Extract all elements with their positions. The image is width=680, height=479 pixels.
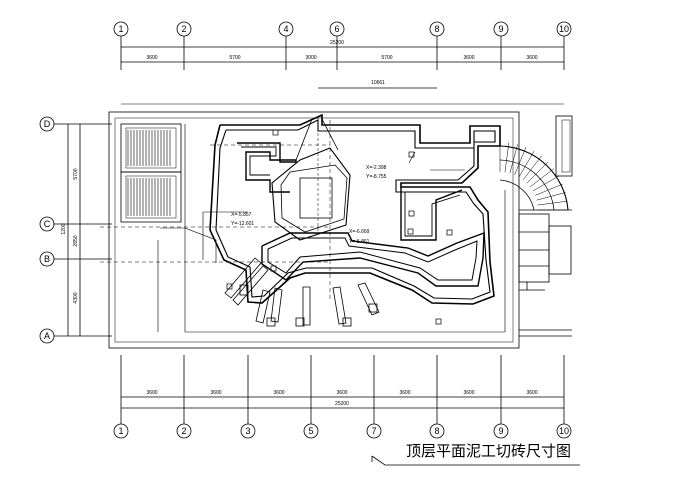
dimension-offset: 10661 — [371, 80, 385, 86]
dimension-value: 3600 — [273, 390, 284, 396]
stepped-wall — [237, 142, 297, 193]
brick-strips — [224, 257, 380, 327]
stair-tread — [514, 147, 527, 175]
coordinate-x: X=-2.398 — [366, 165, 387, 171]
axis-lines-left — [54, 123, 112, 337]
axis-label: 8 — [434, 24, 439, 34]
dimension-value: 3600 — [146, 55, 157, 61]
hatched-block-lower — [120, 171, 182, 223]
stair-tread — [532, 175, 560, 192]
stair-tread — [526, 161, 549, 184]
axis-lines-bottom — [120, 355, 565, 424]
coordinate-x: X=-6.669 — [349, 229, 370, 235]
stair-tread — [509, 144, 518, 174]
spiral-stair — [499, 115, 573, 211]
coordinate-y: Y=-5.861 — [349, 239, 370, 245]
stair-tread — [522, 155, 542, 181]
stair-tread — [535, 183, 563, 196]
coordinate-x: X=-5.857 — [231, 212, 252, 218]
axis-label: D — [44, 119, 51, 129]
courtyard-wall — [261, 231, 485, 287]
stair-tread — [536, 192, 566, 201]
axis-label: 1 — [118, 24, 123, 34]
right-inner-block — [400, 187, 463, 241]
dimension-total: 25200 — [335, 401, 349, 407]
axis-labels-top: 1 2 4 6 8 9 10 — [118, 24, 569, 34]
dimension-value: 3600 — [210, 390, 221, 396]
axis-label: 10 — [559, 426, 569, 436]
dimension-value: 3600 — [146, 390, 157, 396]
axis-label: 5 — [308, 426, 313, 436]
title-underline — [371, 455, 580, 466]
dimension-value: 4300 — [73, 292, 79, 303]
coordinate-labels: X=-2.398 Y=-8.755 X=-5.857 Y=-12.601 X=-… — [231, 165, 387, 245]
stair-tread — [518, 150, 535, 178]
axis-label: 7 — [371, 426, 376, 436]
axis-label: 4 — [283, 24, 288, 34]
axis-label: 9 — [498, 426, 503, 436]
dimension-value: 1200 — [61, 223, 67, 234]
drawing-title: 顶层平面泥工切砖尺寸图 — [406, 442, 571, 460]
interior-guides — [157, 124, 506, 333]
axis-label: 1 — [118, 426, 123, 436]
axis-labels-bottom: 1 2 3 5 7 8 9 10 — [118, 426, 569, 436]
axis-label: C — [44, 219, 51, 229]
dimension-labels-top: 25200 3600 5700 3000 5700 3600 3600 1066… — [146, 40, 537, 86]
building-outline — [108, 111, 572, 349]
dashed-survey-lines — [100, 120, 331, 300]
axis-bubbles-left — [39, 116, 55, 344]
dimension-value: 3600 — [336, 390, 347, 396]
coordinate-y: Y=-8.755 — [366, 174, 387, 180]
dimension-value: 3600 — [463, 390, 474, 396]
dimension-value: 3600 — [526, 55, 537, 61]
axis-lines-top — [120, 36, 565, 105]
dimension-total: 25200 — [330, 40, 344, 46]
stair-tread — [537, 200, 568, 206]
dimension-value: 5700 — [381, 55, 392, 61]
dimension-value: 2850 — [73, 235, 79, 246]
axis-label: B — [44, 254, 50, 264]
roof-wall-outline — [209, 113, 501, 305]
axis-labels-left: D C B A — [44, 119, 51, 341]
axis-label: 6 — [334, 24, 339, 34]
coordinate-y: Y=-12.601 — [231, 221, 254, 227]
stair-tread — [504, 142, 510, 173]
dimension-value: 3000 — [305, 55, 316, 61]
dimension-value: 3600 — [463, 55, 474, 61]
axis-label: 8 — [434, 426, 439, 436]
dimension-labels-bottom: 3600 3600 3600 3600 3600 3600 3600 25200 — [146, 390, 537, 407]
balcony — [518, 213, 572, 291]
axis-label: 2 — [181, 426, 186, 436]
dimension-value: 3600 — [399, 390, 410, 396]
axis-label: 9 — [498, 24, 503, 34]
axis-label: 2 — [181, 24, 186, 34]
hatched-block-upper — [120, 123, 182, 173]
stair-tread — [529, 168, 555, 188]
dimension-value: 5700 — [229, 55, 240, 61]
dimension-labels-left: 5700 1200 2850 4300 — [61, 168, 79, 303]
axis-label: A — [44, 331, 50, 341]
axis-label: 10 — [559, 24, 569, 34]
dimension-value: 3600 — [526, 390, 537, 396]
dimension-value: 5700 — [73, 168, 79, 179]
grid-markers — [226, 129, 453, 325]
axis-label: 3 — [245, 426, 250, 436]
skylight-tower — [271, 118, 351, 241]
